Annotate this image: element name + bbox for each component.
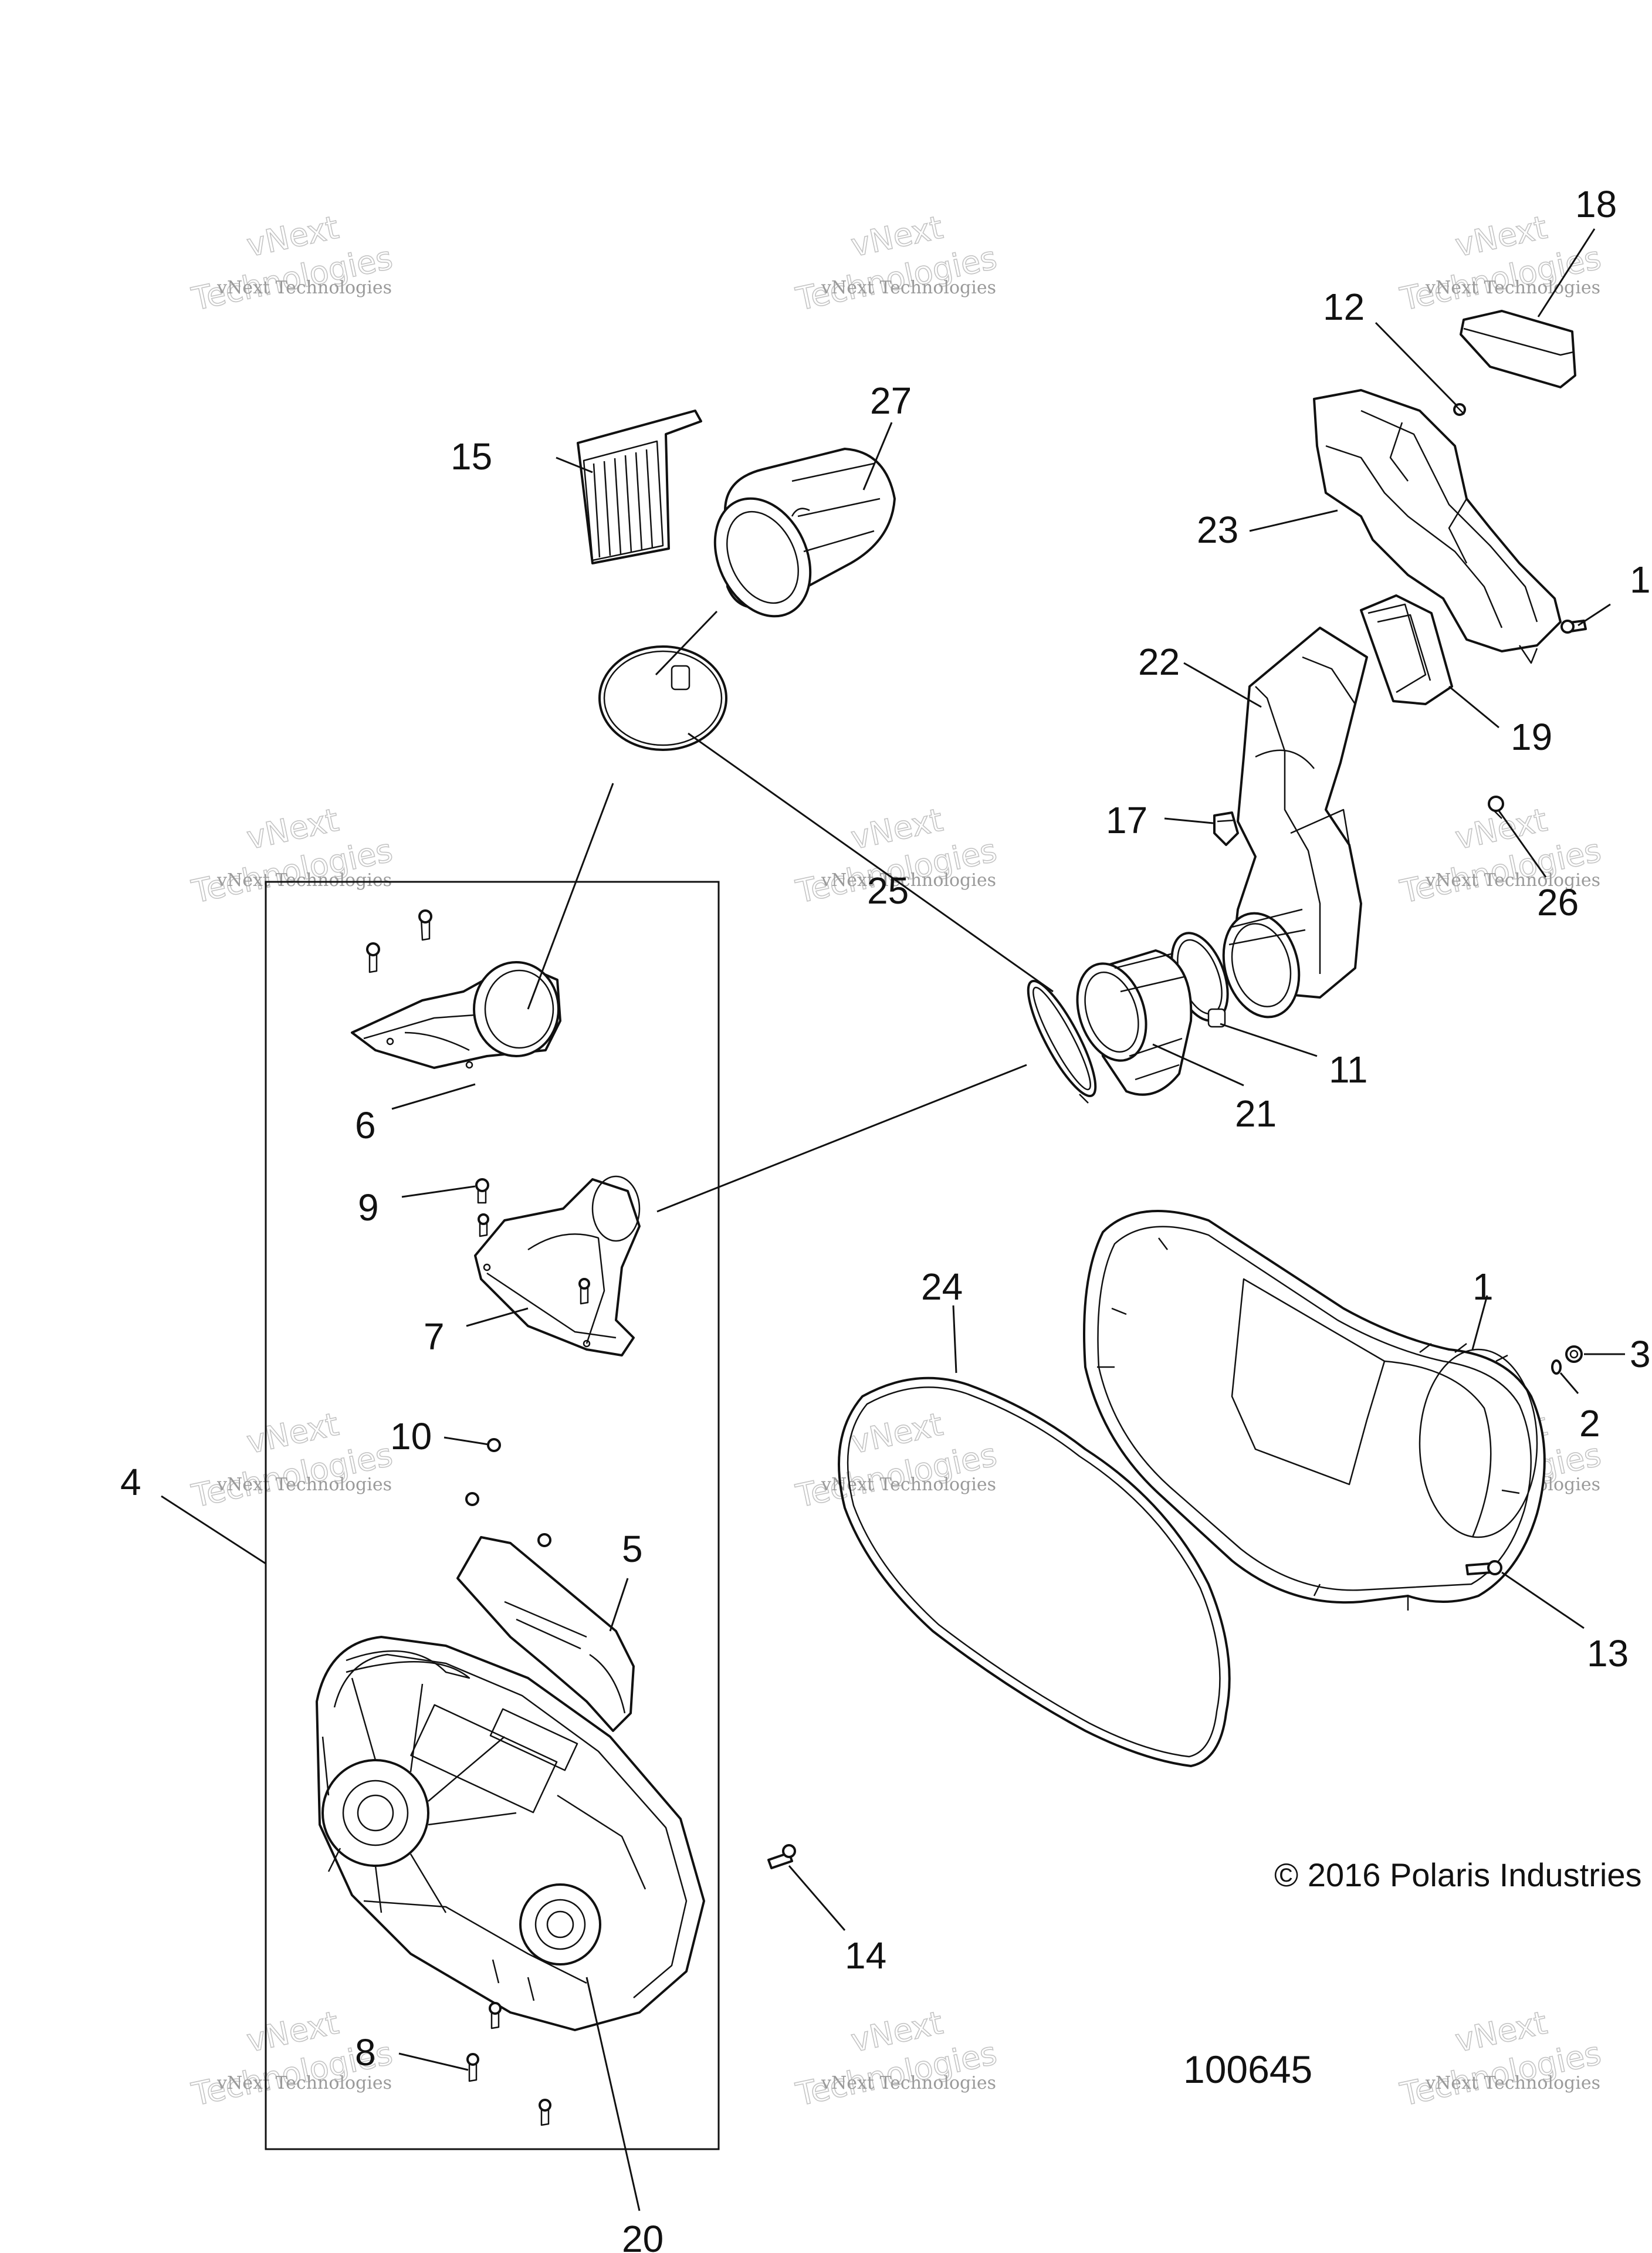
watermark: Technologies vNext vNext Technologies: [792, 1405, 1000, 1515]
svg-text:vNext Technologies: vNext Technologies: [821, 1474, 996, 1495]
part-12-screw: [1453, 403, 1466, 416]
part-15-grille: [577, 410, 702, 564]
leader-lines: [161, 228, 1625, 2211]
part-13-screw: [1465, 1560, 1502, 1575]
callout-17: 17: [1106, 799, 1147, 841]
callout-10: 10: [390, 1415, 432, 1457]
svg-text:vNext Technologies: vNext Technologies: [216, 870, 392, 891]
callout-20: 20: [622, 2218, 663, 2253]
part-21-coupler: [1076, 949, 1193, 1096]
callout-2: 2: [1579, 1402, 1600, 1445]
part-9-screw: [475, 1178, 489, 1204]
part-22-tube: [1222, 627, 1368, 1019]
watermark: Technologies vNext vNext Technologies: [1396, 2004, 1604, 2114]
svg-text:vNext Technologies: vNext Technologies: [1425, 870, 1600, 891]
copyright-notice: © 2016 Polaris Industries: [1274, 1856, 1641, 1893]
part-25-clamp-top: [598, 645, 727, 751]
watermark: Technologies vNext vNext Technologies: [188, 1405, 396, 1515]
svg-text:vNext Technologies: vNext Technologies: [821, 870, 996, 891]
svg-text:vNext Technologies: vNext Technologies: [216, 1474, 392, 1495]
callout-22: 22: [1138, 641, 1180, 683]
part-24-gasket: [838, 1376, 1231, 1767]
part-6: [351, 961, 561, 1069]
part-1-outer-cover: [1083, 1210, 1546, 1611]
callouts: 1 2 3 4 5 6 7 8 9 10 11 12 13 14 15 1 17…: [120, 183, 1651, 2253]
watermark: Technologies vNext vNext Technologies: [792, 2004, 1000, 2114]
callout-23: 23: [1197, 509, 1238, 551]
part-23-duct-cover: [1313, 389, 1562, 664]
callout-6: 6: [355, 1104, 376, 1146]
callout-13: 13: [1587, 1632, 1629, 1674]
callout-7: 7: [424, 1315, 445, 1358]
part-18: [1460, 310, 1576, 388]
part-3-nut: [1565, 1345, 1583, 1363]
svg-text:vNext Technologies: vNext Technologies: [821, 278, 996, 298]
screws-top: [366, 909, 432, 973]
callout-4: 4: [120, 1461, 141, 1503]
callout-8: 8: [355, 2031, 376, 2073]
callout-1: 1: [1472, 1266, 1494, 1308]
callout-19: 19: [1511, 716, 1552, 758]
callout-21: 21: [1235, 1092, 1277, 1135]
svg-text:vNext Technologies: vNext Technologies: [1425, 2073, 1600, 2093]
svg-text:vNext Technologies: vNext Technologies: [216, 2073, 392, 2093]
part-26-fitting: [1488, 796, 1504, 819]
callout-12: 12: [1323, 286, 1365, 328]
watermark: Technologies vNext vNext Technologies: [792, 208, 1000, 319]
callout-14: 14: [845, 1934, 886, 1977]
part-27-duct: [713, 448, 896, 618]
callout-15: 15: [451, 435, 492, 478]
part-number: 100645: [1183, 2048, 1312, 2091]
watermark: Technologies vNext vNext Technologies: [188, 208, 396, 319]
part-20-inner-cover: [316, 1636, 705, 2031]
watermark: Technologies vNext vNext Technologies: [188, 801, 396, 911]
callout-25: 25: [867, 870, 909, 912]
part-14-screw: [767, 1844, 796, 1869]
assembly-box: [265, 881, 720, 2150]
svg-text:vNext Technologies: vNext Technologies: [821, 2073, 996, 2093]
part-17-clip: [1213, 811, 1239, 846]
callout-3: 3: [1630, 1333, 1651, 1375]
callout-11: 11: [1329, 1048, 1367, 1091]
part-8-screws: [466, 2002, 551, 2126]
part-25-clamp-bottom: [1027, 979, 1097, 1104]
part-5: [456, 1536, 635, 1732]
svg-text:vNext Technologies: vNext Technologies: [1425, 278, 1600, 298]
part-19-filter: [1360, 594, 1453, 705]
part-2-washer: [1551, 1359, 1562, 1375]
callout-9: 9: [358, 1186, 379, 1229]
callout-24: 24: [921, 1266, 963, 1308]
svg-text:vNext Technologies: vNext Technologies: [216, 278, 392, 298]
callout-5: 5: [622, 1528, 643, 1570]
callout-18: 18: [1575, 183, 1617, 225]
callout-16: 1: [1630, 559, 1651, 601]
callout-27: 27: [870, 380, 912, 422]
callout-26: 26: [1537, 881, 1579, 923]
part-7: [474, 1175, 641, 1356]
